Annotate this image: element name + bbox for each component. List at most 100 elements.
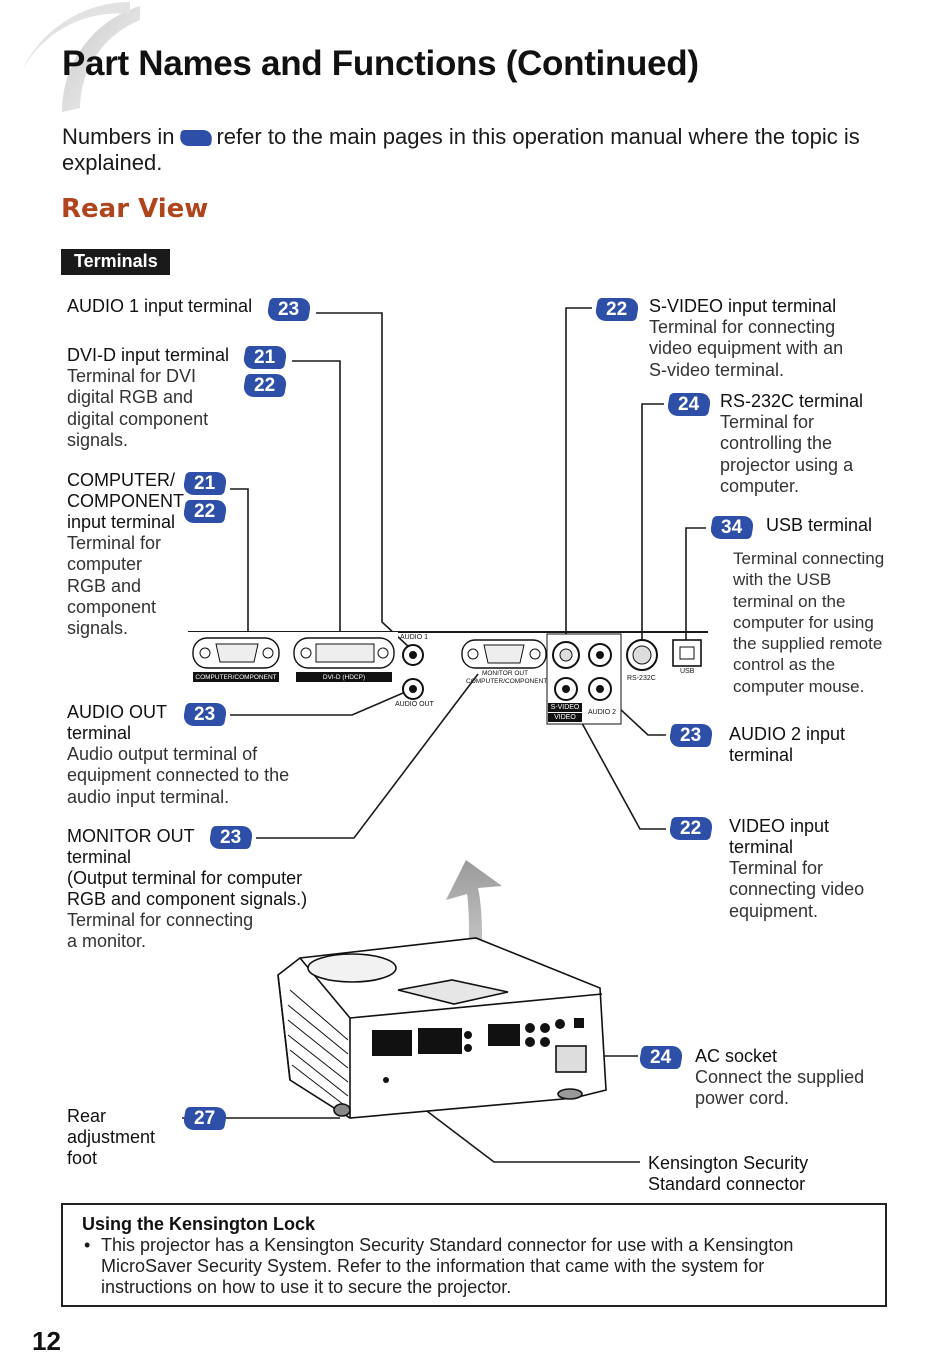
kensington-note-box: Using the Kensington Lock • This project… bbox=[61, 1203, 887, 1307]
section-title: Rear View bbox=[61, 194, 209, 224]
dvid-desc-3: digital component bbox=[67, 408, 209, 429]
audio2-page-badge[interactable]: 23 bbox=[667, 724, 715, 747]
svideo-desc-1: Terminal for connecting bbox=[649, 317, 836, 337]
monitor-out-desc-1: Terminal for connecting bbox=[67, 910, 254, 930]
panel-label-dvid: DVI-D (HDCP) bbox=[322, 674, 366, 681]
usb-desc: Terminal connecting with the USB termina… bbox=[733, 548, 933, 697]
usb-page-badge[interactable]: 34 bbox=[708, 516, 756, 539]
ac-page-badge[interactable]: 24 bbox=[637, 1046, 685, 1069]
kensington-label-1: Kensington Security bbox=[648, 1153, 809, 1173]
svideo-desc-2: video equipment with an bbox=[649, 338, 844, 359]
panel-label-usb: USB bbox=[680, 668, 695, 675]
computer-page-badge-2[interactable]: 22 bbox=[181, 500, 229, 523]
monitor-out-label-3: (Output terminal for computer bbox=[67, 868, 303, 888]
computer-desc-2: computer bbox=[67, 554, 143, 575]
computer-callout: COMPUTER/ COMPONENT input terminal Termi… bbox=[67, 470, 187, 639]
monitor-out-page-badge[interactable]: 23 bbox=[207, 826, 255, 849]
video-desc-1: Terminal for bbox=[729, 858, 824, 878]
panel-label-svideo: S-VIDEO bbox=[550, 704, 580, 711]
audio2-callout: AUDIO 2 input terminal bbox=[729, 724, 909, 766]
rs232c-callout: RS-232C terminal Terminal for controllin… bbox=[720, 391, 920, 497]
audio-out-callout: AUDIO OUT terminal Audio output terminal… bbox=[67, 702, 327, 808]
intro-text-after: refer to the main pages in this operatio… bbox=[62, 124, 860, 175]
monitor-out-label-2: terminal bbox=[67, 847, 132, 867]
audio1-page-badge[interactable]: 23 bbox=[265, 298, 313, 321]
usb-desc-6: control as the bbox=[733, 655, 836, 675]
monitor-out-port bbox=[461, 639, 547, 669]
usb-desc-5: the supplied remote bbox=[733, 634, 883, 654]
svideo-page-badge[interactable]: 22 bbox=[593, 298, 641, 321]
panel-label-monitor-out-1: MONITOR OUT bbox=[481, 670, 529, 677]
computer-desc-4: component bbox=[67, 596, 157, 617]
audio2-label-1: AUDIO 2 input bbox=[729, 724, 846, 744]
panel-label-audio2: AUDIO 2 bbox=[588, 709, 617, 716]
monitor-out-label-4: RGB and component signals.) bbox=[67, 889, 308, 909]
callout-lines bbox=[182, 307, 708, 1163]
note-body: This projector has a Kensington Security… bbox=[101, 1235, 861, 1298]
note-heading: Using the Kensington Lock bbox=[82, 1214, 316, 1234]
rs232c-desc-1: Terminal for bbox=[720, 412, 815, 432]
usb-desc-2: with the USB bbox=[733, 570, 832, 590]
rs232c-page-badge[interactable]: 24 bbox=[665, 393, 713, 416]
rear-foot-label-1: Rear bbox=[67, 1106, 107, 1126]
rs232c-desc-4: computer. bbox=[720, 475, 800, 496]
ac-label: AC socket bbox=[695, 1046, 778, 1066]
rear-foot-label-3: foot bbox=[67, 1148, 98, 1168]
rs232c-label: RS-232C terminal bbox=[720, 391, 864, 411]
usb-desc-4: computer for using bbox=[733, 612, 874, 632]
dvid-desc-2: digital RGB and bbox=[67, 387, 194, 408]
monitor-out-desc-2: a monitor. bbox=[67, 931, 147, 952]
dvid-desc-1: Terminal for DVI bbox=[67, 366, 197, 386]
rear-foot-callout: Rear adjustment foot bbox=[67, 1106, 177, 1169]
rs232c-desc-2: controlling the bbox=[720, 433, 833, 454]
panel-label-rs232c: RS-232C bbox=[627, 675, 656, 682]
kensington-label-2: Standard connector bbox=[648, 1174, 806, 1194]
rear-foot-page-badge[interactable]: 27 bbox=[181, 1107, 229, 1130]
panel-label-computer: COMPUTER/COMPONENT bbox=[195, 674, 277, 681]
ac-desc-1: Connect the supplied bbox=[695, 1067, 865, 1087]
rear-panel-illustration bbox=[188, 632, 702, 725]
monitor-out-callout: MONITOR OUT terminal (Output terminal fo… bbox=[67, 826, 337, 953]
monitor-out-label-1: MONITOR OUT bbox=[67, 826, 195, 846]
page-number: 12 bbox=[32, 1326, 61, 1356]
computer-label-1: COMPUTER/ bbox=[67, 470, 175, 490]
ac-callout: AC socket Connect the supplied power cor… bbox=[695, 1046, 915, 1110]
audio1-label: AUDIO 1 input terminal bbox=[67, 296, 253, 316]
svideo-callout: S-VIDEO input terminal Terminal for conn… bbox=[649, 296, 909, 381]
video-desc-3: equipment. bbox=[729, 900, 819, 921]
note-line-3: instructions on how to use it to secure … bbox=[101, 1277, 512, 1297]
dvid-page-badge-2[interactable]: 22 bbox=[241, 374, 289, 397]
dvid-port bbox=[293, 637, 395, 682]
computer-page-badge-1[interactable]: 21 bbox=[181, 472, 229, 495]
video-page-badge[interactable]: 22 bbox=[667, 817, 715, 840]
panel-label-audio1: AUDIO 1 bbox=[400, 634, 429, 641]
panel-label-audio-out: AUDIO OUT bbox=[395, 701, 434, 708]
computer-label-2: COMPONENT bbox=[67, 491, 184, 511]
note-bullet: • bbox=[84, 1235, 91, 1255]
usb-desc-1: Terminal connecting bbox=[733, 549, 885, 568]
computer-desc-3: RGB and bbox=[67, 575, 142, 596]
dvid-page-badge-1[interactable]: 21 bbox=[241, 346, 289, 369]
note-line-2: MicroSaver Security System. Refer to the… bbox=[101, 1256, 765, 1276]
page-reference-chip-icon bbox=[179, 130, 214, 147]
corner-arc-decoration bbox=[61, 6, 140, 112]
projector-illustration bbox=[277, 937, 607, 1119]
computer-label-3: input terminal bbox=[67, 512, 176, 532]
dvid-desc-4: signals. bbox=[67, 429, 129, 450]
usb-desc-7: computer mouse. bbox=[733, 676, 865, 696]
dvid-label: DVI-D input terminal bbox=[67, 345, 230, 365]
audio-out-desc-2: equipment connected to the bbox=[67, 765, 290, 786]
audio-out-label-2: terminal bbox=[67, 723, 132, 743]
ac-desc-2: power cord. bbox=[695, 1088, 790, 1109]
note-line-1: This projector has a Kensington Security… bbox=[101, 1235, 794, 1255]
audio-out-page-badge[interactable]: 23 bbox=[181, 703, 229, 726]
kensington-callout: Kensington Security Standard connector bbox=[648, 1153, 868, 1195]
audio2-label-2: terminal bbox=[729, 745, 794, 765]
dvid-callout: DVI-D input terminal Terminal for DVI di… bbox=[67, 345, 247, 451]
audio-out-desc-1: Audio output terminal of bbox=[67, 744, 258, 764]
page-title: Part Names and Functions (Continued) bbox=[62, 44, 699, 83]
audio-out-desc-3: audio input terminal. bbox=[67, 786, 230, 807]
usb-desc-3: terminal on the bbox=[733, 591, 846, 611]
